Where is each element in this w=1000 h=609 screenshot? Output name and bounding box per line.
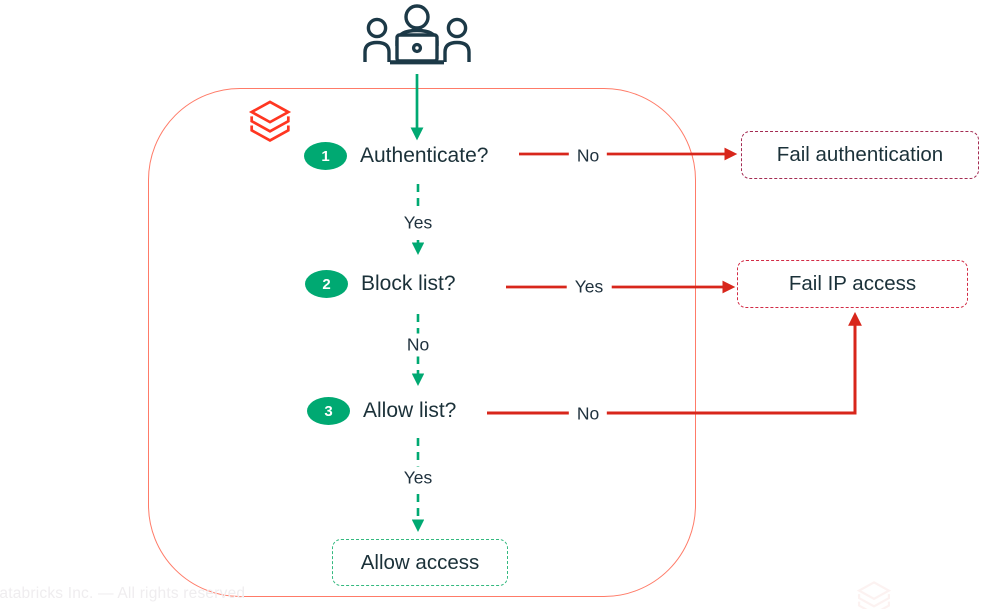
flow-label-yes: Yes: [395, 466, 441, 490]
users-with-laptop-icon: [363, 4, 471, 65]
branch-label-no: No: [568, 144, 608, 168]
databricks-logo-watermark-icon: [856, 581, 892, 609]
step-block-list: 2 Block list?: [305, 270, 456, 298]
outcome-fail-ip-access: Fail IP access: [737, 260, 968, 308]
outcome-label: Allow access: [360, 550, 480, 574]
outcome-label: Fail authentication: [776, 143, 944, 166]
step-number-badge: 2: [305, 270, 348, 298]
flow-label-no: No: [398, 333, 438, 357]
databricks-logo-icon: [248, 100, 292, 143]
step-number-badge: 3: [307, 397, 350, 425]
outcome-fail-authentication: Fail authentication: [741, 131, 979, 179]
step-number-badge: 1: [304, 142, 347, 170]
outcome-label: Fail IP access: [788, 272, 917, 295]
step-authenticate: 1 Authenticate?: [304, 142, 488, 170]
flow-label-yes: Yes: [395, 211, 441, 235]
copyright-text: Databricks Inc. — All rights reserved: [0, 585, 246, 602]
step-label: Block list?: [361, 272, 456, 295]
branch-label-no: No: [568, 402, 608, 426]
step-allow-list: 3 Allow list?: [307, 397, 456, 425]
step-label: Allow list?: [363, 399, 457, 422]
branch-label-yes: Yes: [566, 275, 612, 299]
step-label: Authenticate?: [360, 144, 489, 167]
outcome-allow-access: Allow access: [332, 539, 508, 586]
